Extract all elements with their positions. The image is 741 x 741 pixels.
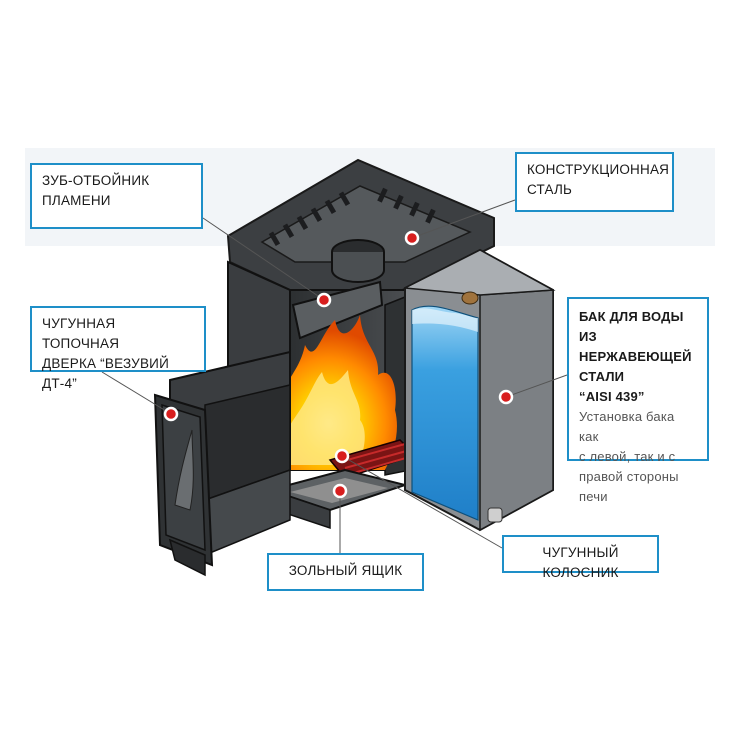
label-grate-text: ЧУГУННЫЙ КОЛОСНИК <box>542 545 619 580</box>
label-steel-line-1: КОНСТРУКЦИОННАЯ <box>527 162 670 177</box>
label-tank-title-1: БАК ДЛЯ ВОДЫ ИЗ <box>579 309 684 344</box>
label-construction-steel: КОНСТРУКЦИОННАЯ СТАЛЬ <box>515 152 674 212</box>
label-ash-box: ЗОЛЬНЫЙ ЯЩИК <box>267 553 424 591</box>
label-fire-door: ЧУГУННАЯ ТОПОЧНАЯ ДВЕРКА “ВЕЗУВИЙ ДТ-4” <box>30 306 206 391</box>
marker-tank <box>498 389 514 405</box>
marker-steel <box>404 230 420 246</box>
marker-flame-tooth <box>316 292 332 308</box>
label-tank-title-3: “AISI 439” <box>579 389 645 404</box>
label-door-line-2: ДВЕРКА “ВЕЗУВИЙ ДТ-4” <box>42 356 169 391</box>
label-tank-note-1: Установка бака как <box>579 409 675 444</box>
label-flame-tooth: ЗУБ-ОТБОЙНИК ПЛАМЕНИ <box>30 163 203 229</box>
cast-iron-door <box>153 393 214 577</box>
label-door-line-1: ЧУГУННАЯ ТОПОЧНАЯ <box>42 316 120 351</box>
flame-tooth <box>291 280 384 340</box>
markers <box>163 230 514 499</box>
label-ash-text: ЗОЛЬНЫЙ ЯЩИК <box>288 563 403 578</box>
leader-lines <box>101 199 568 553</box>
label-flame-tooth-line-1: ЗУБ-ОТБОЙНИК <box>42 173 150 188</box>
label-steel-line-2: СТАЛЬ <box>527 182 573 197</box>
label-tank-title-2: НЕРЖАВЕЮЩЕЙ СТАЛИ <box>579 349 692 384</box>
label-water-tank: БАК ДЛЯ ВОДЫ ИЗ НЕРЖАВЕЮЩЕЙ СТАЛИ “AISI … <box>567 297 709 504</box>
marker-grate <box>334 448 350 464</box>
fire <box>260 315 397 470</box>
label-grate: ЧУГУННЫЙ КОЛОСНИК <box>502 535 659 580</box>
label-tank-note-4: печи <box>579 489 608 504</box>
marker-ash-box <box>332 483 348 499</box>
water-tank <box>402 248 556 532</box>
marker-door <box>163 406 179 422</box>
label-tank-note-2: с левой, так и с <box>579 449 676 464</box>
label-flame-tooth-line-2: ПЛАМЕНИ <box>42 193 111 208</box>
vent-slots <box>268 187 436 247</box>
label-tank-note-3: правой стороны <box>579 469 679 484</box>
